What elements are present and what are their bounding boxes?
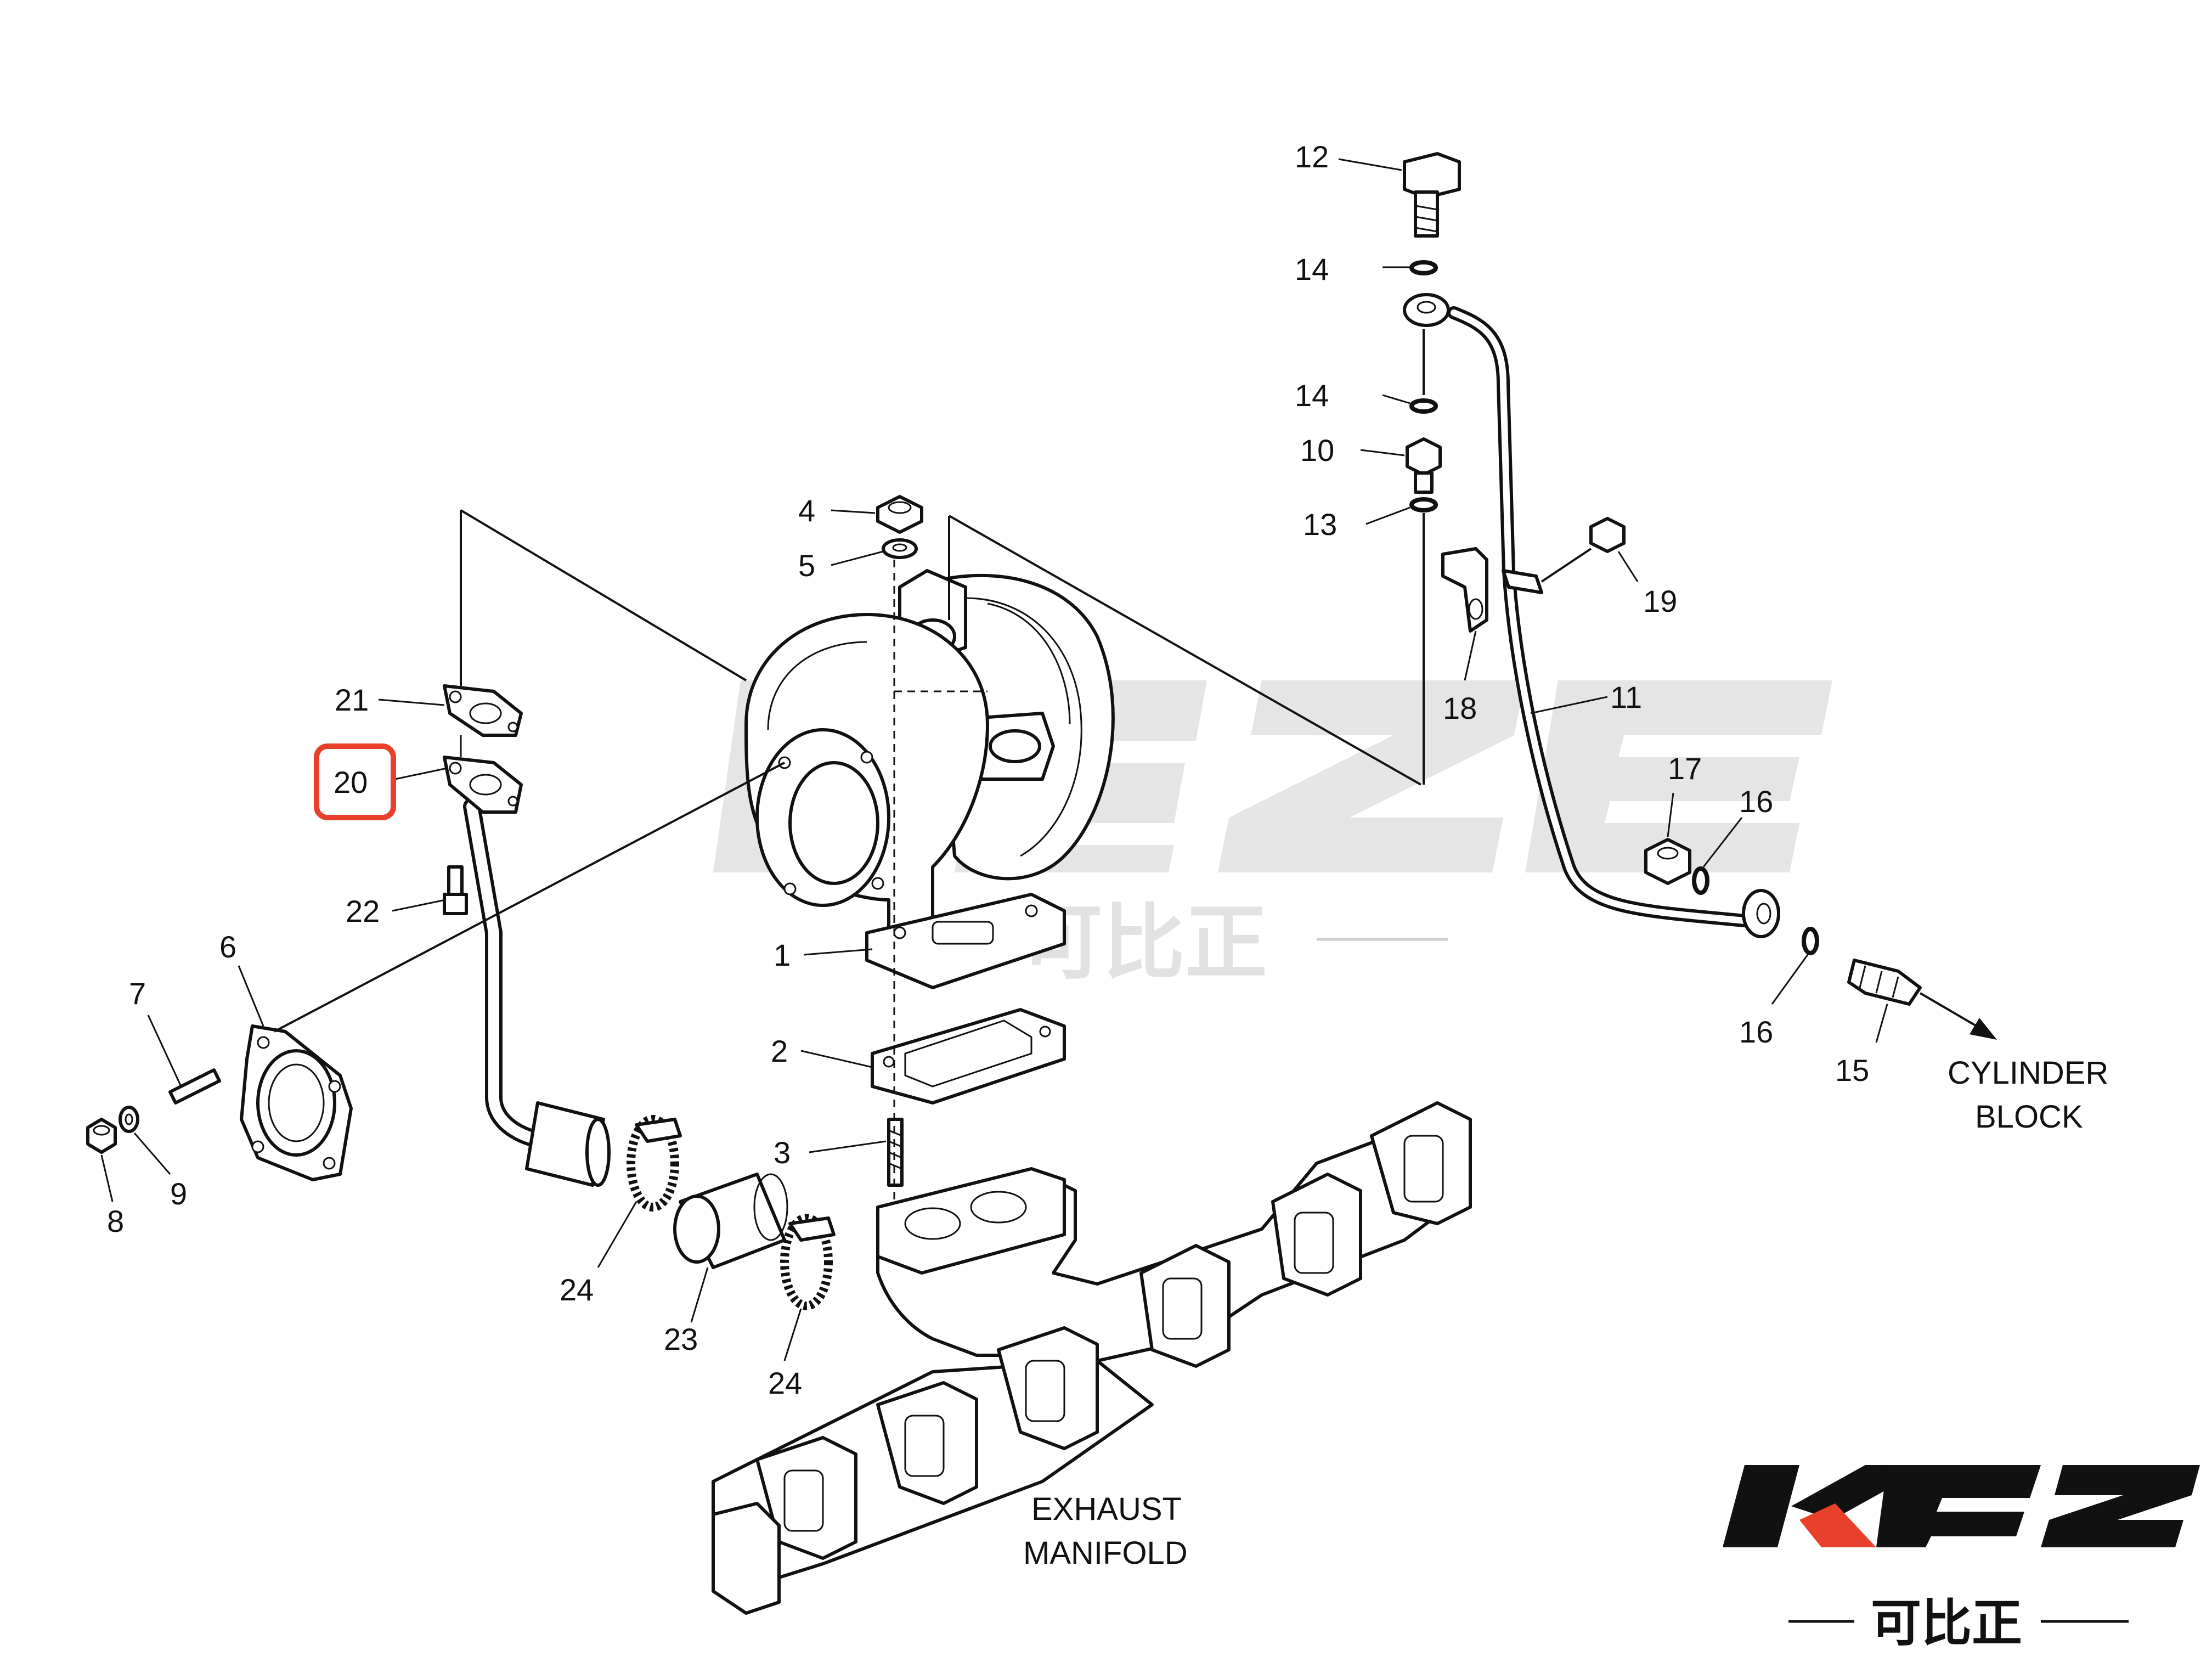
top-nut bbox=[876, 495, 923, 534]
flange-gasket-6 bbox=[240, 1024, 353, 1181]
callout-20: 20 bbox=[334, 765, 368, 799]
washer-14a bbox=[1409, 260, 1438, 275]
callout-19: 19 bbox=[1643, 584, 1677, 618]
exhaust-manifold-caption: EXHAUST MANIFOLD bbox=[1023, 1491, 1188, 1571]
callout-15: 15 bbox=[1835, 1053, 1869, 1088]
callout-6: 6 bbox=[219, 929, 236, 964]
cylinder-block-line1: CYLINDER bbox=[1948, 1055, 2108, 1091]
hose-clamp-24b bbox=[780, 1214, 836, 1310]
turbo-mounting-foot bbox=[865, 893, 1066, 989]
hose-23 bbox=[673, 1173, 788, 1269]
turbocharger bbox=[744, 569, 1115, 989]
nut-8 bbox=[86, 1118, 117, 1154]
top-washer bbox=[882, 538, 918, 559]
callout-21: 21 bbox=[335, 683, 369, 717]
cylinder-block-line2: BLOCK bbox=[1975, 1099, 2083, 1135]
washer-13 bbox=[1409, 497, 1438, 512]
leader-lines bbox=[100, 158, 1888, 1361]
banjo-end bbox=[1742, 889, 1780, 938]
callout-17: 17 bbox=[1668, 751, 1702, 786]
callout-8: 8 bbox=[107, 1204, 124, 1238]
exhaust-manifold bbox=[712, 1101, 1472, 1615]
logo-subtext: 可比正 bbox=[1871, 1594, 2022, 1653]
washer-14b bbox=[1409, 398, 1438, 414]
callout-18: 18 bbox=[1443, 691, 1477, 725]
highlight-box bbox=[314, 743, 396, 820]
callout-9: 9 bbox=[170, 1176, 187, 1211]
callout-24-left: 24 bbox=[560, 1272, 594, 1307]
turbo-gasket bbox=[871, 1008, 1066, 1105]
fitting-15 bbox=[1847, 959, 1922, 1006]
kbze-logo: 可比正 bbox=[1723, 1465, 2200, 1653]
nut-17 bbox=[1644, 838, 1691, 885]
callout-23: 23 bbox=[664, 1322, 698, 1356]
callout-20-highlight: 20 bbox=[314, 743, 396, 820]
gasket-21 bbox=[443, 684, 523, 737]
washer-16a bbox=[1692, 866, 1709, 895]
exhaust-manifold-line2: MANIFOLD bbox=[1023, 1535, 1188, 1571]
callout-3: 3 bbox=[774, 1135, 791, 1170]
gasket-20 bbox=[443, 756, 523, 814]
callout-16-upper: 16 bbox=[1739, 784, 1773, 819]
adapter-10 bbox=[1406, 437, 1442, 494]
callout-14-upper: 14 bbox=[1295, 252, 1329, 286]
logo-mark bbox=[1723, 1465, 2200, 1547]
banjo-bolt-12 bbox=[1403, 152, 1461, 238]
stud-7 bbox=[168, 1068, 221, 1105]
callout-24-right: 24 bbox=[768, 1366, 802, 1400]
washer-16b bbox=[1802, 927, 1819, 955]
callout-11: 11 bbox=[1610, 680, 1642, 714]
oil-return-pipe bbox=[463, 798, 611, 1187]
bracket-18 bbox=[1441, 547, 1543, 633]
callout-12: 12 bbox=[1295, 139, 1329, 174]
callout-2: 2 bbox=[771, 1034, 788, 1068]
callout-16-lower: 16 bbox=[1739, 1015, 1773, 1049]
bolt-22 bbox=[443, 865, 468, 915]
hose-clamp-24a bbox=[627, 1115, 682, 1212]
callout-14-lower: 14 bbox=[1295, 378, 1329, 413]
callout-13: 13 bbox=[1303, 507, 1337, 542]
banjo-fitting bbox=[1403, 293, 1450, 327]
bolt-19 bbox=[1541, 517, 1626, 583]
washer-9 bbox=[119, 1106, 139, 1133]
callout-10: 10 bbox=[1300, 433, 1334, 467]
callout-4: 4 bbox=[798, 493, 815, 528]
arrow-to-cylinder-block bbox=[1919, 992, 1997, 1040]
oil-feed-line bbox=[1447, 306, 1762, 928]
callout-7: 7 bbox=[129, 976, 146, 1011]
callout-1: 1 bbox=[774, 938, 791, 972]
callout-labels: 12 14 14 10 13 4 5 21 20 22 6 7 8 9 1 2 … bbox=[107, 139, 1869, 1400]
stud bbox=[887, 1118, 904, 1187]
exhaust-manifold-line1: EXHAUST bbox=[1031, 1491, 1182, 1527]
cylinder-block-caption: CYLINDER BLOCK bbox=[1948, 1055, 2108, 1135]
callout-5: 5 bbox=[798, 548, 815, 583]
callout-22: 22 bbox=[346, 894, 380, 928]
